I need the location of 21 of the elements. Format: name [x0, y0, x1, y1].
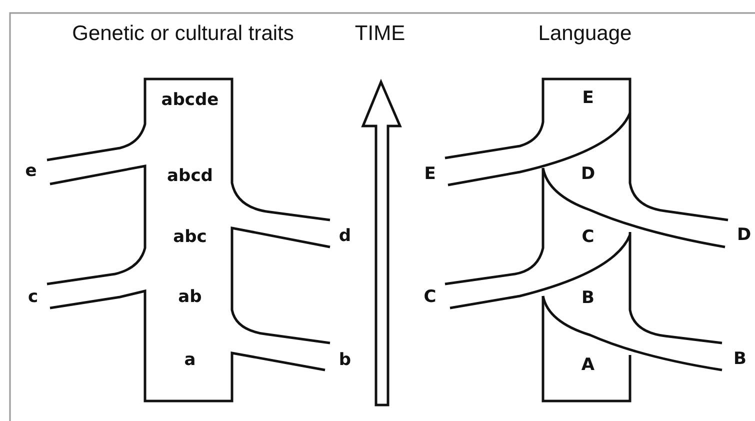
trait-label: ab	[178, 287, 202, 307]
language-label: D	[580, 164, 596, 184]
trait-label: abcde	[161, 90, 219, 110]
branch-label: c	[28, 287, 38, 307]
branch-label: E	[424, 164, 436, 184]
trait-label: a	[184, 350, 196, 370]
language-label: B	[582, 288, 594, 308]
language-label: E	[582, 88, 594, 108]
column-heading: Genetic or cultural traits	[72, 22, 294, 46]
trait-label: abcd	[167, 166, 213, 186]
branch-label: e	[25, 161, 37, 181]
column-heading: Language	[538, 22, 632, 46]
branch-label: B	[734, 349, 746, 369]
branch-label: C	[424, 287, 436, 307]
axis-title: TIME	[354, 22, 406, 46]
branch-label: d	[338, 226, 352, 246]
branch-label: D	[736, 225, 752, 245]
language-label: C	[582, 227, 594, 247]
trait-label: abc	[173, 227, 207, 247]
language-label: A	[581, 355, 595, 375]
branch-label: b	[338, 350, 352, 370]
